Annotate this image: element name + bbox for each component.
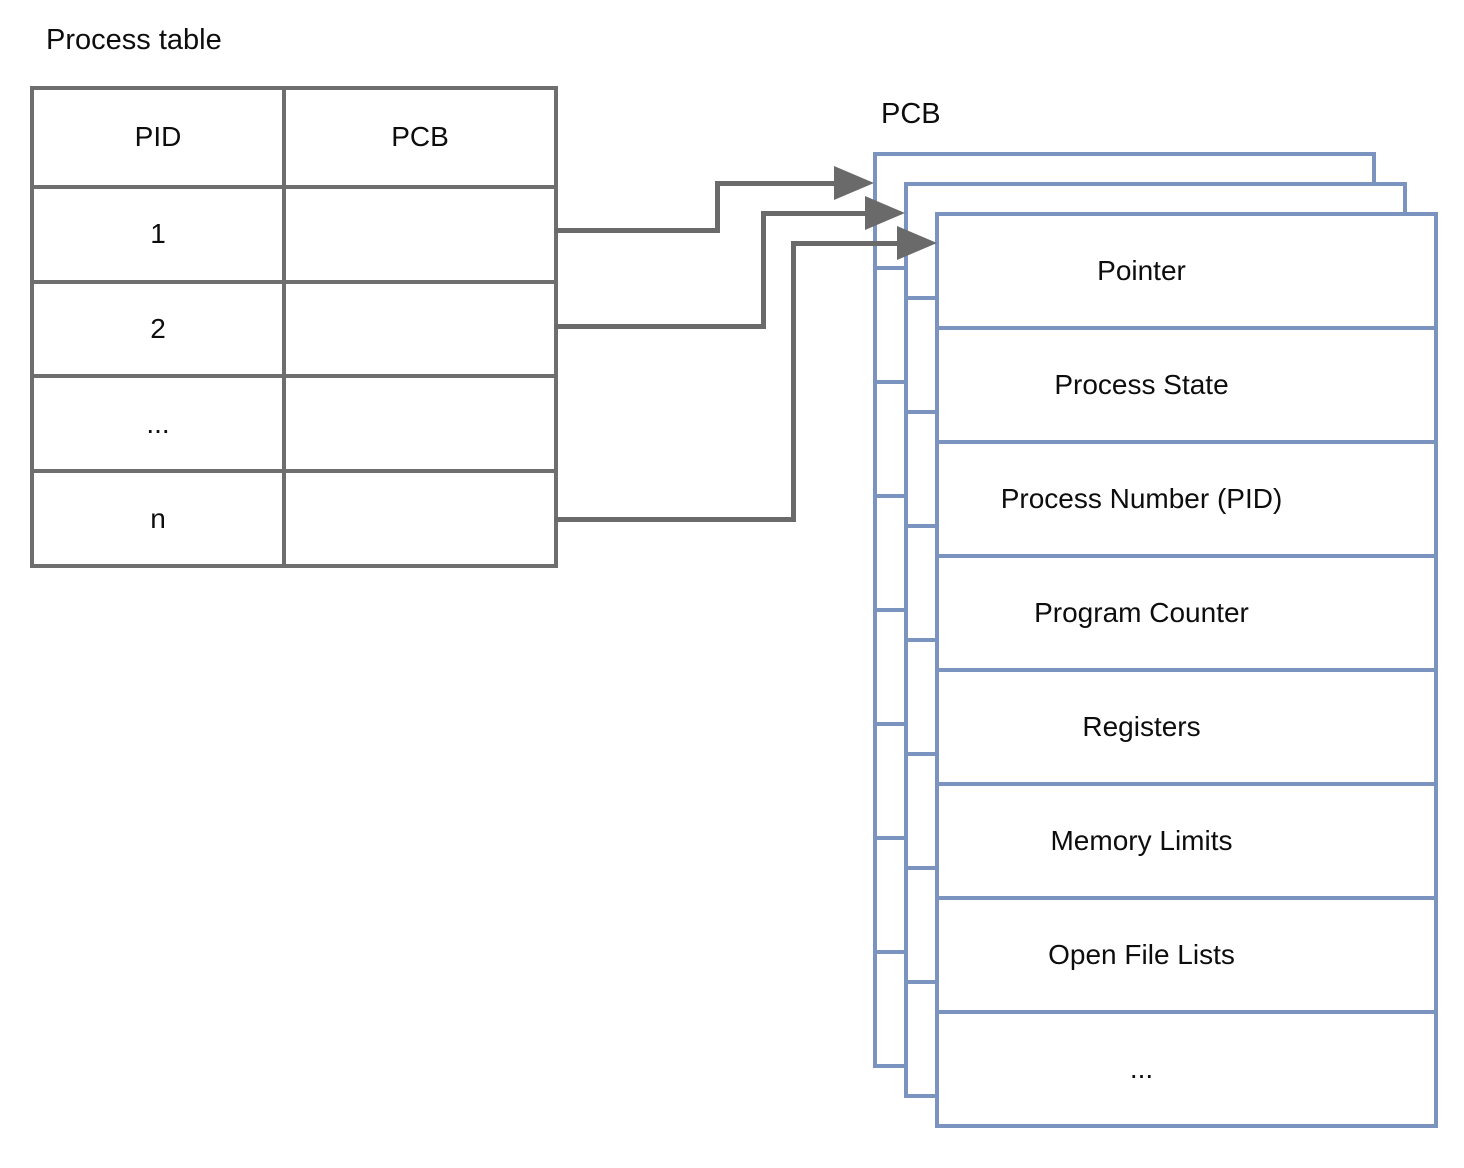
pcb-field-program-counter: Program Counter: [939, 558, 1434, 672]
pcb-field-ellipsis: ...: [1129, 1053, 1154, 1084]
process-table-row-1-pcb-cell: [282, 184, 554, 280]
process-table-row-2-pid-cell: 2: [34, 279, 282, 375]
process-table: PID PCB 1 2 ... n: [30, 86, 558, 568]
process-table-row-n-pcb-cell: [282, 469, 554, 564]
pcb-field-process-number: Process Number (PID): [939, 444, 1434, 558]
pcb-field-registers: Registers: [939, 672, 1434, 786]
connector2-horizontal-to-pcb: [761, 211, 866, 216]
pcb-field-open-file-lists: Open File Lists: [939, 900, 1434, 1014]
connector1-horizontal-to-pcb: [715, 181, 835, 186]
process-table-title: Process table: [46, 24, 222, 56]
process-table-row-n-pid-cell: n: [34, 469, 282, 564]
connector2-horizontal-from-row2: [554, 324, 766, 329]
connector3-arrowhead-icon: [897, 226, 937, 260]
connector1-vertical: [715, 181, 720, 233]
connector3-horizontal-to-pcb: [791, 241, 898, 246]
pcb-field-memory-limits: Memory Limits: [939, 786, 1434, 900]
process-table-row-ellipsis-pid-cell: ...: [34, 374, 282, 470]
process-table-header-pcb: PCB: [282, 90, 554, 185]
pcb-stack-label: PCB: [881, 98, 941, 130]
pcb-field-pointer: Pointer: [939, 216, 1434, 330]
pcb-layer-front: Pointer Process State Process Number (PI…: [935, 212, 1438, 1128]
connector2-vertical: [761, 211, 766, 329]
connector3-vertical: [791, 241, 796, 522]
process-table-header-pid: PID: [34, 90, 282, 185]
connector1-horizontal-from-row1: [554, 228, 720, 233]
connector3-horizontal-from-rown: [554, 517, 796, 522]
pcb-field-process-state: Process State: [939, 330, 1434, 444]
process-table-row-2-pcb-cell: [282, 279, 554, 375]
process-table-row-ellipsis-pcb-cell: [282, 374, 554, 470]
process-table-row-1-pid-cell: 1: [34, 184, 282, 280]
connector1-arrowhead-icon: [834, 166, 874, 200]
connector2-arrowhead-icon: [865, 196, 905, 230]
